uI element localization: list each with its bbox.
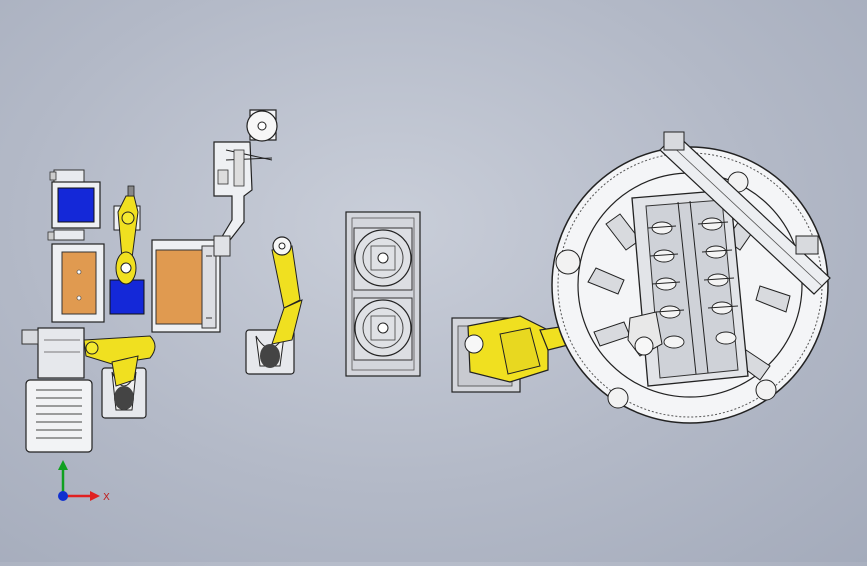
robot-arm-center[interactable] (245, 236, 303, 375)
robot-arm-large[interactable] (451, 313, 637, 393)
gantry-beam[interactable] (659, 131, 831, 295)
spindle-fixture[interactable] (627, 189, 749, 387)
gear-icon (555, 249, 581, 275)
roller-conveyor[interactable] (25, 379, 93, 453)
turntable-lower[interactable] (353, 297, 413, 361)
feeder-station-left[interactable] (21, 169, 105, 453)
robot-arm-left[interactable] (83, 335, 156, 419)
orange-tray-left[interactable] (61, 251, 97, 315)
turntable-upper[interactable] (353, 227, 413, 291)
dual-turntable-station[interactable] (345, 211, 421, 377)
x-axis-label: X (103, 492, 110, 503)
coordinate-triad[interactable]: X Y (58, 448, 110, 503)
orange-tray-station[interactable] (151, 239, 221, 333)
robot-arm-small[interactable] (109, 185, 145, 315)
blue-container[interactable] (57, 187, 95, 223)
tape-reel-dispenser[interactable] (213, 109, 278, 257)
